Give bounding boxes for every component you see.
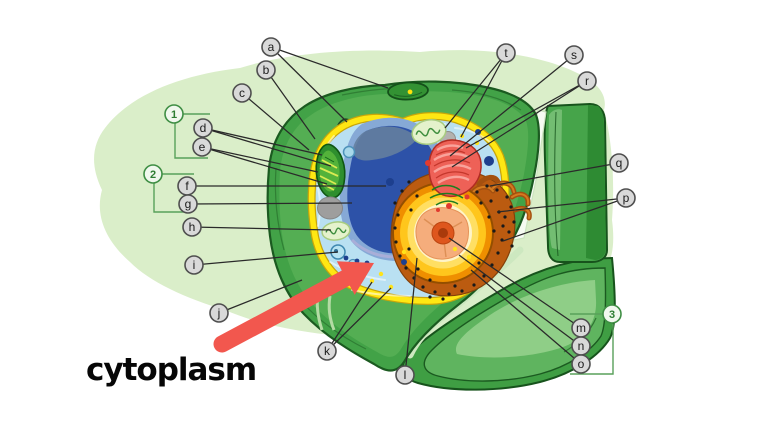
bracket-1 bbox=[174, 123, 208, 159]
arrow-head bbox=[336, 261, 374, 295]
label-i bbox=[184, 255, 204, 275]
leader-line-h bbox=[191, 226, 332, 231]
ribosome-dots bbox=[393, 179, 516, 301]
label-circles: ab c de fgh i j k l mno p q rs t 1 2 3 bbox=[143, 37, 636, 385]
leader-line-e bbox=[201, 146, 319, 173]
leader-line-k bbox=[326, 287, 392, 352]
marker-text-3: 3 bbox=[609, 309, 615, 321]
label-text-n: n bbox=[578, 339, 585, 353]
chloroplast bbox=[315, 143, 346, 199]
label-text-c: c bbox=[239, 86, 245, 100]
leader-line-a bbox=[270, 46, 389, 89]
answer-text: cytoplasm bbox=[86, 352, 257, 388]
leader-line-p bbox=[496, 197, 627, 213]
leader-line-d bbox=[202, 127, 332, 167]
label-text-h: h bbox=[189, 220, 196, 234]
marker-2 bbox=[143, 164, 163, 184]
label-s bbox=[564, 45, 584, 65]
label-g bbox=[178, 194, 198, 214]
label-d bbox=[193, 118, 213, 138]
leader-line-i bbox=[193, 251, 339, 266]
bracket-3 bbox=[570, 324, 614, 375]
wall-bump bbox=[387, 81, 429, 101]
label-e bbox=[192, 137, 212, 157]
leader-line-t bbox=[444, 52, 507, 129]
leader-line-g bbox=[187, 202, 353, 205]
label-text-g: g bbox=[185, 197, 192, 211]
label-text-b: b bbox=[263, 63, 270, 77]
marker-text-1: 1 bbox=[171, 109, 177, 121]
leader-line-r bbox=[465, 80, 588, 149]
label-text-m: m bbox=[576, 321, 586, 335]
nucleus bbox=[392, 182, 494, 284]
group-brackets bbox=[153, 113, 614, 375]
leader-line-b bbox=[265, 69, 316, 140]
neighbor-cell-wall-slab bbox=[543, 102, 609, 263]
leader-line-d bbox=[202, 127, 323, 156]
label-text-j: j bbox=[217, 306, 221, 320]
leader-line-t bbox=[460, 52, 507, 138]
label-text-a: a bbox=[268, 40, 275, 54]
leader-line-r bbox=[451, 80, 588, 168]
label-text-o: o bbox=[578, 357, 585, 371]
label-a bbox=[261, 37, 281, 57]
leader-line-m bbox=[448, 237, 582, 329]
marker-text-2: 2 bbox=[150, 169, 156, 181]
label-text-q: q bbox=[616, 156, 623, 170]
label-text-p: p bbox=[623, 191, 630, 205]
label-k bbox=[317, 341, 337, 361]
arrow-body bbox=[213, 268, 357, 353]
mitochondrion-top bbox=[411, 118, 447, 146]
label-text-s: s bbox=[571, 48, 577, 62]
label-b bbox=[256, 60, 276, 80]
label-text-t: t bbox=[504, 46, 508, 60]
amyloplast bbox=[317, 196, 343, 220]
label-text-e: e bbox=[199, 140, 206, 154]
leader-line-j bbox=[218, 279, 303, 314]
label-r bbox=[577, 71, 597, 91]
leader-lines bbox=[187, 46, 627, 376]
marker-1 bbox=[164, 104, 184, 124]
smooth-er-squiggles bbox=[429, 184, 464, 206]
label-q bbox=[609, 153, 629, 173]
label-o bbox=[571, 354, 591, 374]
label-c bbox=[232, 83, 252, 103]
leader-line-p bbox=[502, 197, 627, 242]
leader-line-c bbox=[241, 92, 310, 151]
label-text-i: i bbox=[193, 258, 196, 272]
label-text-f: f bbox=[185, 179, 189, 193]
leader-line-a bbox=[270, 46, 348, 123]
answer-arrow bbox=[213, 261, 374, 353]
bracket-2 bbox=[153, 183, 190, 213]
neighbor-cell-corner bbox=[401, 256, 616, 391]
label-p bbox=[616, 188, 636, 208]
leader-line-s bbox=[449, 54, 575, 157]
leader-line-o bbox=[470, 269, 582, 365]
marker-3 bbox=[602, 304, 622, 324]
leader-line-l bbox=[404, 257, 418, 376]
label-text-d: d bbox=[200, 121, 207, 135]
label-h bbox=[182, 217, 202, 237]
leader-line-e bbox=[201, 146, 328, 185]
leader-line-q bbox=[489, 162, 620, 187]
label-text-l: l bbox=[404, 368, 407, 382]
leader-line-k bbox=[326, 281, 373, 352]
label-t bbox=[496, 43, 516, 63]
label-l bbox=[395, 365, 415, 385]
label-text-r: r bbox=[585, 74, 589, 88]
label-text-k: k bbox=[324, 344, 331, 358]
label-j bbox=[209, 303, 229, 323]
leader-line-n bbox=[458, 254, 582, 347]
